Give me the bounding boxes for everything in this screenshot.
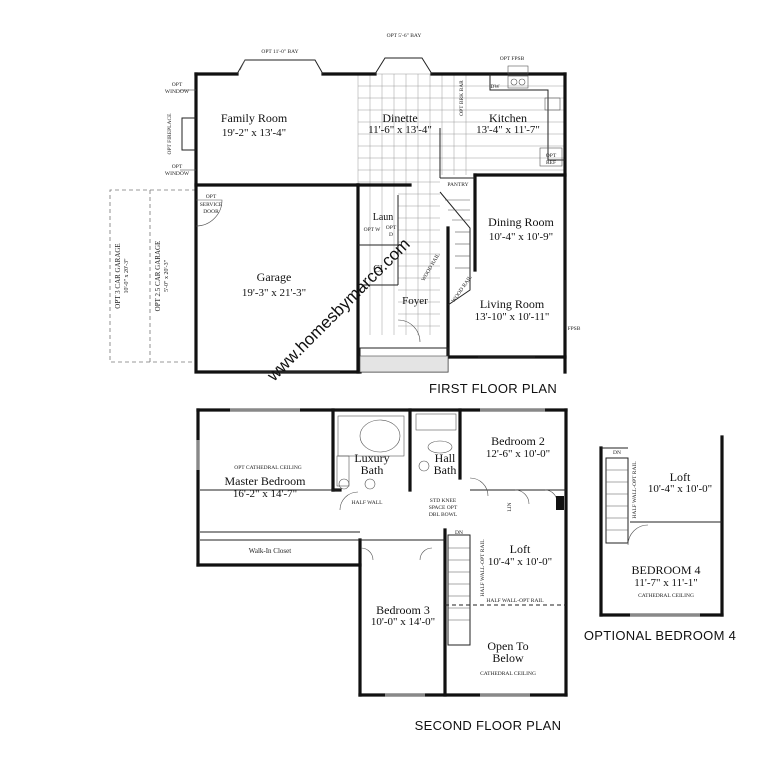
garage-dims: 19'-3" x 21'-3" <box>242 287 306 299</box>
master-bedroom-dims: 16'-2" x 14'-7" <box>233 488 297 500</box>
linen-note: LIN <box>507 502 513 511</box>
open-to-below-label-2: Below <box>492 651 524 665</box>
opt-3-car-garage-dims: 10'-0" x 20'-3" <box>124 258 130 294</box>
bedroom-4-label: BEDROOM 4 <box>631 563 700 577</box>
tile-floor <box>357 73 565 335</box>
family-room-fireplace <box>180 89 196 171</box>
laundry-label: Laun <box>373 212 394 223</box>
second-floor-doors <box>339 477 564 561</box>
opt-25-car-garage-label: OPT 2.5 CAR GARAGE <box>154 241 162 312</box>
opt-25-car-garage-dims: 5'-0" x 20'-3" <box>164 259 170 292</box>
optional-bedroom-title: OPTIONAL BEDROOM 4 <box>584 628 736 643</box>
bedroom-3-dims: 10'-0" x 14'-0" <box>371 616 435 628</box>
opt-bay-dinette-note: OPT 5'-6" BAY <box>387 33 422 39</box>
opt-dryer-note-b: D <box>389 232 393 238</box>
optional-cathedral-note: CATHEDRAL CEILING <box>638 593 694 599</box>
first-floor-title: FIRST FLOOR PLAN <box>429 381 557 396</box>
opt-service-door-note-b: SERVICE <box>200 202 223 208</box>
opt-fireplace-note: OPT FIREPLACE <box>167 113 173 155</box>
first-floor-stair <box>439 191 471 306</box>
optional-stair-down-note: DN <box>613 450 621 456</box>
dinette-bay <box>374 57 433 75</box>
foyer-label: Foyer <box>402 295 428 307</box>
garage-service-door <box>195 199 223 227</box>
opt-service-door-note-a: OPT <box>206 194 217 200</box>
opt-window-note-2b: WINDOW <box>165 171 190 177</box>
opt-dryer-note-a: OPT <box>386 225 397 231</box>
dining-room-label: Dining Room <box>488 215 554 229</box>
pantry-label: PANTRY <box>447 182 468 188</box>
dishwasher-note: DW <box>490 84 500 90</box>
living-room-label: Living Room <box>480 297 545 311</box>
family-room-dims: 19'-2" x 13'-4" <box>222 127 286 139</box>
dinette-label: Dinette <box>382 111 417 125</box>
opt-cathedral-note: OPT CATHEDRAL CEILING <box>234 465 302 471</box>
garage-label: Garage <box>257 270 292 284</box>
half-wall-opt-rail-note-2: HALF WALL-OPT RAIL <box>486 598 544 604</box>
std-knee-note-1: STD KNEE <box>430 498 457 504</box>
optional-garage-outline <box>109 189 196 363</box>
kitchen-counters <box>489 65 565 167</box>
optional-loft-dims: 10'-4" x 10'-0" <box>648 483 712 495</box>
optional-bedroom-stair <box>605 457 649 546</box>
hall-bath-label-1: Hall <box>435 451 456 465</box>
half-wall-note: HALF WALL <box>352 500 384 506</box>
luxury-bath-fixtures <box>336 415 405 490</box>
optional-bedroom-plan: Loft 10'-4" x 10'-0" BEDROOM 4 11'-7" x … <box>584 435 736 643</box>
walk-in-closet-label: Walk-In Closet <box>249 547 291 555</box>
opt-window-note-2a: OPT <box>172 164 183 170</box>
opt-ref-note-a: OPT <box>546 153 557 159</box>
loft-label: Loft <box>510 542 531 556</box>
kitchen-dims: 13'-4" x 11'-7" <box>476 124 540 136</box>
front-porch <box>359 319 449 373</box>
family-room-bay <box>236 59 324 75</box>
opt-washer-note: OPT W <box>364 227 382 233</box>
family-room-label: Family Room <box>221 111 288 125</box>
stair-down-note: DN <box>455 530 463 536</box>
opt-window-note-1b: WINDOW <box>165 89 190 95</box>
opt-ref-note-b: REF <box>546 160 556 166</box>
second-floor-stair <box>447 534 471 646</box>
kitchen-label: Kitchen <box>489 111 527 125</box>
second-floor-plan: Master Bedroom 16'-2" x 14'-7" Luxury Ba… <box>196 408 568 733</box>
dinette-dims: 11'-6" x 13'-4" <box>368 124 432 136</box>
bedroom-3-label: Bedroom 3 <box>376 603 430 617</box>
hall-bath-label-2: Bath <box>434 463 457 477</box>
second-floor-windows <box>196 408 545 697</box>
fpsb-note: FPSB <box>568 326 581 332</box>
first-floor-windows <box>250 210 566 373</box>
master-bedroom-label: Master Bedroom <box>225 474 307 488</box>
cathedral-ceiling-note: CATHEDRAL CEILING <box>480 671 536 677</box>
loft-dims: 10'-4" x 10'-0" <box>488 556 552 568</box>
std-knee-note-2: SPACE OPT <box>429 505 458 511</box>
opt-breakfast-bar-note: OPT BRK BAR <box>459 80 465 116</box>
open-to-below-label-1: Open To <box>487 639 528 653</box>
second-floor-title: SECOND FLOOR PLAN <box>415 718 562 733</box>
bedroom-4-dims: 11'-7" x 11'-1" <box>634 577 697 589</box>
half-wall-opt-rail-note: HALF WALL-OPT RAIL <box>480 539 486 597</box>
luxury-bath-label-1: Luxury <box>354 451 389 465</box>
opt-3-car-garage-label: OPT 3 CAR GARAGE <box>114 243 122 308</box>
first-floor-plan: Family Room 19'-2" x 13'-4" Dinette 11'-… <box>109 33 581 396</box>
opt-bay-family-note: OPT 11'-0" BAY <box>261 49 298 55</box>
opt-fpsb-top-note: OPT FPSB <box>500 56 525 62</box>
opt-window-note-1a: OPT <box>172 82 183 88</box>
opt-service-door-note-c: DOOR <box>203 209 219 215</box>
living-room-dims: 13'-10" x 10'-11" <box>475 311 550 323</box>
closet-label: Cl <box>373 264 383 275</box>
optional-loft-label: Loft <box>670 470 691 484</box>
hall-bath-fixtures <box>415 413 457 472</box>
optional-half-wall-note: HALF WALL-OPT RAIL <box>632 461 638 519</box>
dining-room-dims: 10'-4" x 10'-9" <box>489 231 553 243</box>
bedroom-2-dims: 12'-6" x 10'-0" <box>486 448 550 460</box>
bedroom-2-label: Bedroom 2 <box>491 434 545 448</box>
luxury-bath-label-2: Bath <box>361 463 384 477</box>
std-knee-note-3: DBL BOWL <box>429 512 458 518</box>
